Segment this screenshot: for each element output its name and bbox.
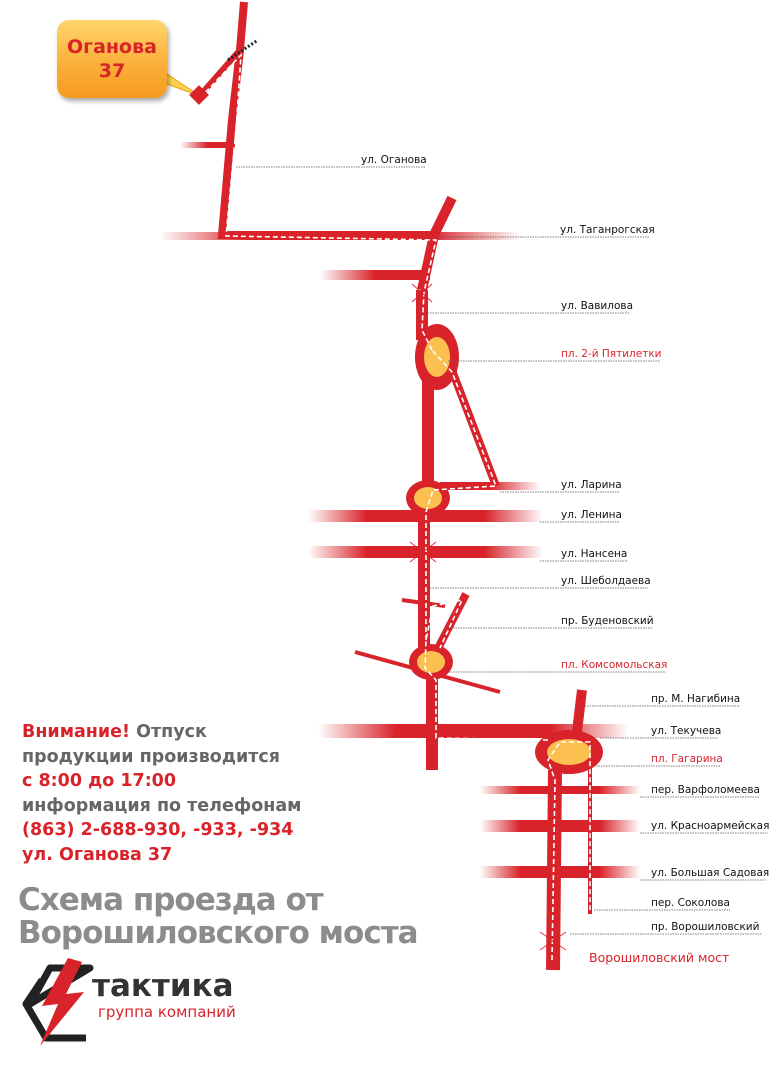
notice-block: Внимание! Отпуск продукции производится … bbox=[22, 720, 352, 867]
notice-line1-rest: Отпуск bbox=[130, 722, 207, 742]
label-pyatiletki: пл. 2-й Пятилетки bbox=[561, 348, 662, 360]
notice-attention: Внимание! bbox=[22, 722, 131, 742]
leader-lines bbox=[236, 166, 768, 935]
road-oganova bbox=[180, 142, 235, 148]
road-top-vertical bbox=[217, 1, 434, 239]
scheme-title-line2: Ворошиловского моста bbox=[18, 915, 419, 951]
label-krasnoarmeyskaya: ул. Красноармейская bbox=[651, 820, 769, 832]
logo-icon bbox=[22, 958, 94, 1046]
label-gagarina: пл. Гагарина bbox=[651, 753, 723, 765]
street-labels: ул. Оганова ул. Таганрогская ул. Вавилов… bbox=[361, 154, 769, 965]
notice-address: ул. Оганова 37 bbox=[22, 844, 173, 865]
destination-callout: Оганова 37 bbox=[57, 20, 167, 98]
label-voroshilovsky-most: Ворошиловский мост bbox=[589, 950, 729, 965]
label-taganrogskaya: ул. Таганрогская bbox=[560, 224, 655, 236]
route-path bbox=[199, 52, 591, 961]
label-oganova: ул. Оганова bbox=[361, 154, 427, 166]
label-sheboldaeva: ул. Шеболдаева bbox=[561, 575, 651, 587]
destination-line1: Оганова bbox=[67, 36, 157, 58]
label-nagibina: пр. М. Нагибина bbox=[651, 693, 740, 705]
label-larina: ул. Ларина bbox=[561, 479, 622, 491]
notice-phones: (863) 2-688-930, -933, -934 bbox=[22, 820, 294, 840]
label-lenina: ул. Ленина bbox=[561, 509, 622, 521]
scheme-title-line1: Схема проезда от bbox=[18, 882, 324, 918]
road-taganrog-down bbox=[417, 195, 457, 292]
logo-subtitle: группа компаний bbox=[98, 1003, 236, 1021]
square-larina-inner bbox=[414, 487, 442, 509]
label-voroshilovsky-per: пр. Ворошиловский bbox=[651, 921, 759, 933]
road-vavilova bbox=[320, 270, 430, 280]
label-tekucheva: ул. Текучева bbox=[651, 725, 721, 737]
notice-hours: с 8:00 до 17:00 bbox=[22, 771, 177, 791]
scheme-title: Схема проезда от Ворошиловского моста bbox=[18, 884, 488, 950]
label-budennovsky: пр. Буденовский bbox=[561, 615, 654, 627]
label-vavilova: ул. Вавилова bbox=[561, 300, 633, 312]
label-varfolomeeva: пер. Варфоломеева bbox=[651, 784, 760, 796]
destination-line2: 37 bbox=[98, 60, 126, 82]
label-sokolova: пер. Соколова bbox=[651, 897, 730, 909]
logo-name: тактика bbox=[92, 968, 234, 1004]
notice-line4: информация по телефонам bbox=[22, 795, 302, 816]
notice-line2: продукции производится bbox=[22, 746, 280, 767]
label-bolshaya-sadovaya: ул. Большая Садовая bbox=[651, 867, 769, 879]
square-komsomolskaya-inner bbox=[417, 651, 445, 673]
destination-marker-icon bbox=[189, 85, 209, 105]
label-nansena: ул. Нансена bbox=[561, 548, 627, 560]
label-komsomolskaya: пл. Комсомольская bbox=[561, 659, 667, 671]
notice-line1: Внимание! Отпуск bbox=[22, 720, 352, 745]
crossing-marks bbox=[409, 283, 567, 951]
